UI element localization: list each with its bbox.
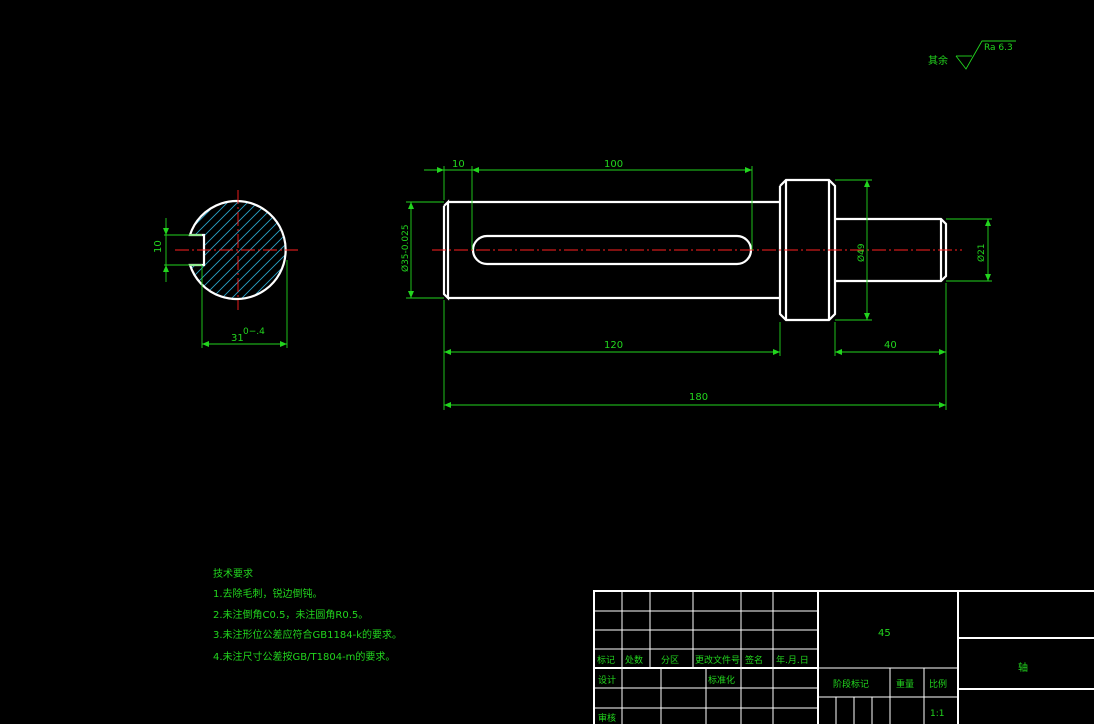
section-view: 10 31 0−.4 <box>153 190 298 348</box>
dim-keyway-length: 100 <box>604 159 623 170</box>
tb-header: 标记 <box>597 654 615 666</box>
dim-small-length: 40 <box>884 340 897 351</box>
tb-standardization: 标准化 <box>708 674 735 686</box>
tech-req-item: 4.未注尺寸公差按GB/T1804-m的要求。 <box>213 650 395 663</box>
dim-section-width-tol: 0−.4 <box>243 327 265 337</box>
tb-design: 设计 <box>598 674 616 686</box>
dim-total-length: 180 <box>689 392 708 403</box>
tb-part-name: 轴 <box>1018 661 1028 674</box>
roughness-value: Ra 6.3 <box>984 43 1013 53</box>
dim-dia-collar: Ø49 <box>856 243 867 262</box>
tb-header: 分区 <box>661 655 679 666</box>
tb-header: 处数 <box>625 654 643 666</box>
tech-req-item: 2.未注倒角C0.5，未注圆角R0.5。 <box>213 608 368 621</box>
title-block: 标记 处数 分区 更改文件号 签名 年.月.日 设计 标准化 审核 45 阶段标… <box>593 590 1094 724</box>
tb-scale: 比例 <box>929 678 947 690</box>
tech-req-item: 1.去除毛刺，锐边倒钝。 <box>213 587 323 600</box>
tech-req-title: 技术要求 <box>213 567 253 580</box>
tb-header: 更改文件号 <box>695 654 740 666</box>
tb-stage-mark: 阶段标记 <box>833 678 869 690</box>
roughness-symbol: 其余 Ra 6.3 <box>928 40 1016 70</box>
shaft-view: 10 100 Ø35-0.025 Ø49 Ø21 120 <box>400 159 992 410</box>
dim-left-offset: 10 <box>452 159 465 170</box>
dim-keyway-depth: 10 <box>153 240 164 253</box>
section-outline <box>188 199 287 301</box>
tb-weight: 重量 <box>896 678 914 690</box>
tech-requirements: 技术要求 1.去除毛刺，锐边倒钝。 2.未注倒角C0.5，未注圆角R0.5。 3… <box>213 567 402 663</box>
keyway-slot <box>471 234 753 266</box>
tb-header: 签名 <box>745 654 763 666</box>
tb-scale-value: 1:1 <box>930 709 944 719</box>
tb-header: 年.月.日 <box>776 654 809 666</box>
roughness-label: 其余 <box>928 54 948 67</box>
tb-review: 审核 <box>598 712 616 724</box>
dim-main-length: 120 <box>604 340 623 351</box>
dim-dia-main: Ø35-0.025 <box>400 224 411 272</box>
dim-section-width: 31 <box>231 333 244 344</box>
tb-material: 45 <box>878 628 891 639</box>
dim-dia-small: Ø21 <box>976 243 987 262</box>
roughness-check-icon <box>955 40 1016 70</box>
tech-req-item: 3.未注形位公差应符合GB1184-k的要求。 <box>213 628 402 641</box>
